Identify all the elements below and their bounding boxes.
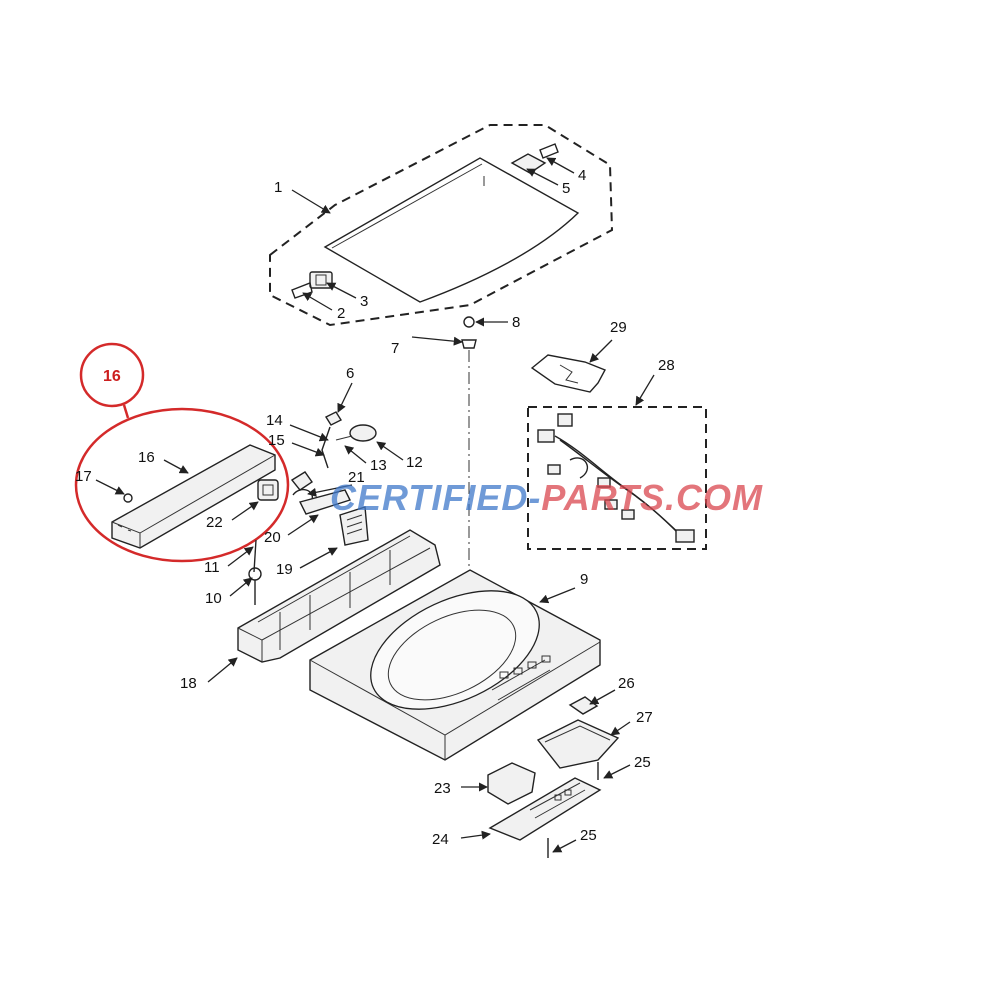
- lid-switch: [321, 411, 377, 469]
- callout-label: 24: [432, 831, 449, 848]
- watermark: CERTIFIED-PARTS.COM: [330, 477, 763, 518]
- callout-label: 23: [434, 780, 451, 797]
- callout-label: 15: [268, 432, 285, 449]
- callout-label: 4: [578, 167, 586, 184]
- callout-label: 25: [580, 827, 597, 844]
- lid-assembly: [269, 124, 614, 327]
- screws-10-11: [248, 539, 262, 605]
- callout-label: 27: [636, 709, 653, 726]
- dispenser-assembly: [487, 696, 620, 858]
- callout-label: 8: [512, 314, 520, 331]
- wire-harness: [527, 406, 707, 550]
- callout-label: 3: [360, 293, 368, 310]
- callout-label: 5: [562, 180, 570, 197]
- callout-label: 14: [266, 412, 283, 429]
- callout-label: 25: [634, 754, 651, 771]
- callout-label: 18: [180, 675, 197, 692]
- watermark-part3: .COM: [665, 477, 763, 518]
- callout-labels: 16 1 2 3 4 5 6 7 8 9 10 11 12 13 14 15 1…: [75, 167, 675, 848]
- callout-label: 17: [75, 468, 92, 485]
- callout-label: 6: [346, 365, 354, 382]
- callout-label: 22: [206, 514, 223, 531]
- callout-label: 9: [580, 571, 588, 588]
- console-trim: [111, 444, 276, 549]
- highlight-callout: [74, 342, 290, 563]
- callout-label: 13: [370, 457, 387, 474]
- callout-label: 19: [276, 561, 293, 578]
- watermark-part1: CERTIFIED: [330, 477, 528, 518]
- callout-label: 21: [348, 469, 365, 486]
- callout-label: 16: [138, 449, 155, 466]
- callout-label: 7: [391, 340, 399, 357]
- console-components: [257, 471, 369, 546]
- label-sticker: [530, 354, 606, 393]
- callout-label: 28: [658, 357, 675, 374]
- callout-label: 29: [610, 319, 627, 336]
- callout-label: 1: [274, 179, 282, 196]
- callout-label: 10: [205, 590, 222, 607]
- callout-label: 11: [204, 559, 220, 576]
- console-base: [237, 529, 441, 663]
- highlight-label: 16: [103, 368, 121, 385]
- callout-label: 20: [264, 529, 281, 546]
- watermark-sep: -: [528, 477, 541, 518]
- callout-label: 26: [618, 675, 635, 692]
- callout-label: 12: [406, 454, 423, 471]
- watermark-part2: PARTS: [541, 477, 665, 518]
- callout-label: 2: [337, 305, 345, 322]
- top-cover: [309, 569, 601, 761]
- leader-lines: [95, 157, 655, 853]
- screw-assembly: [461, 316, 477, 572]
